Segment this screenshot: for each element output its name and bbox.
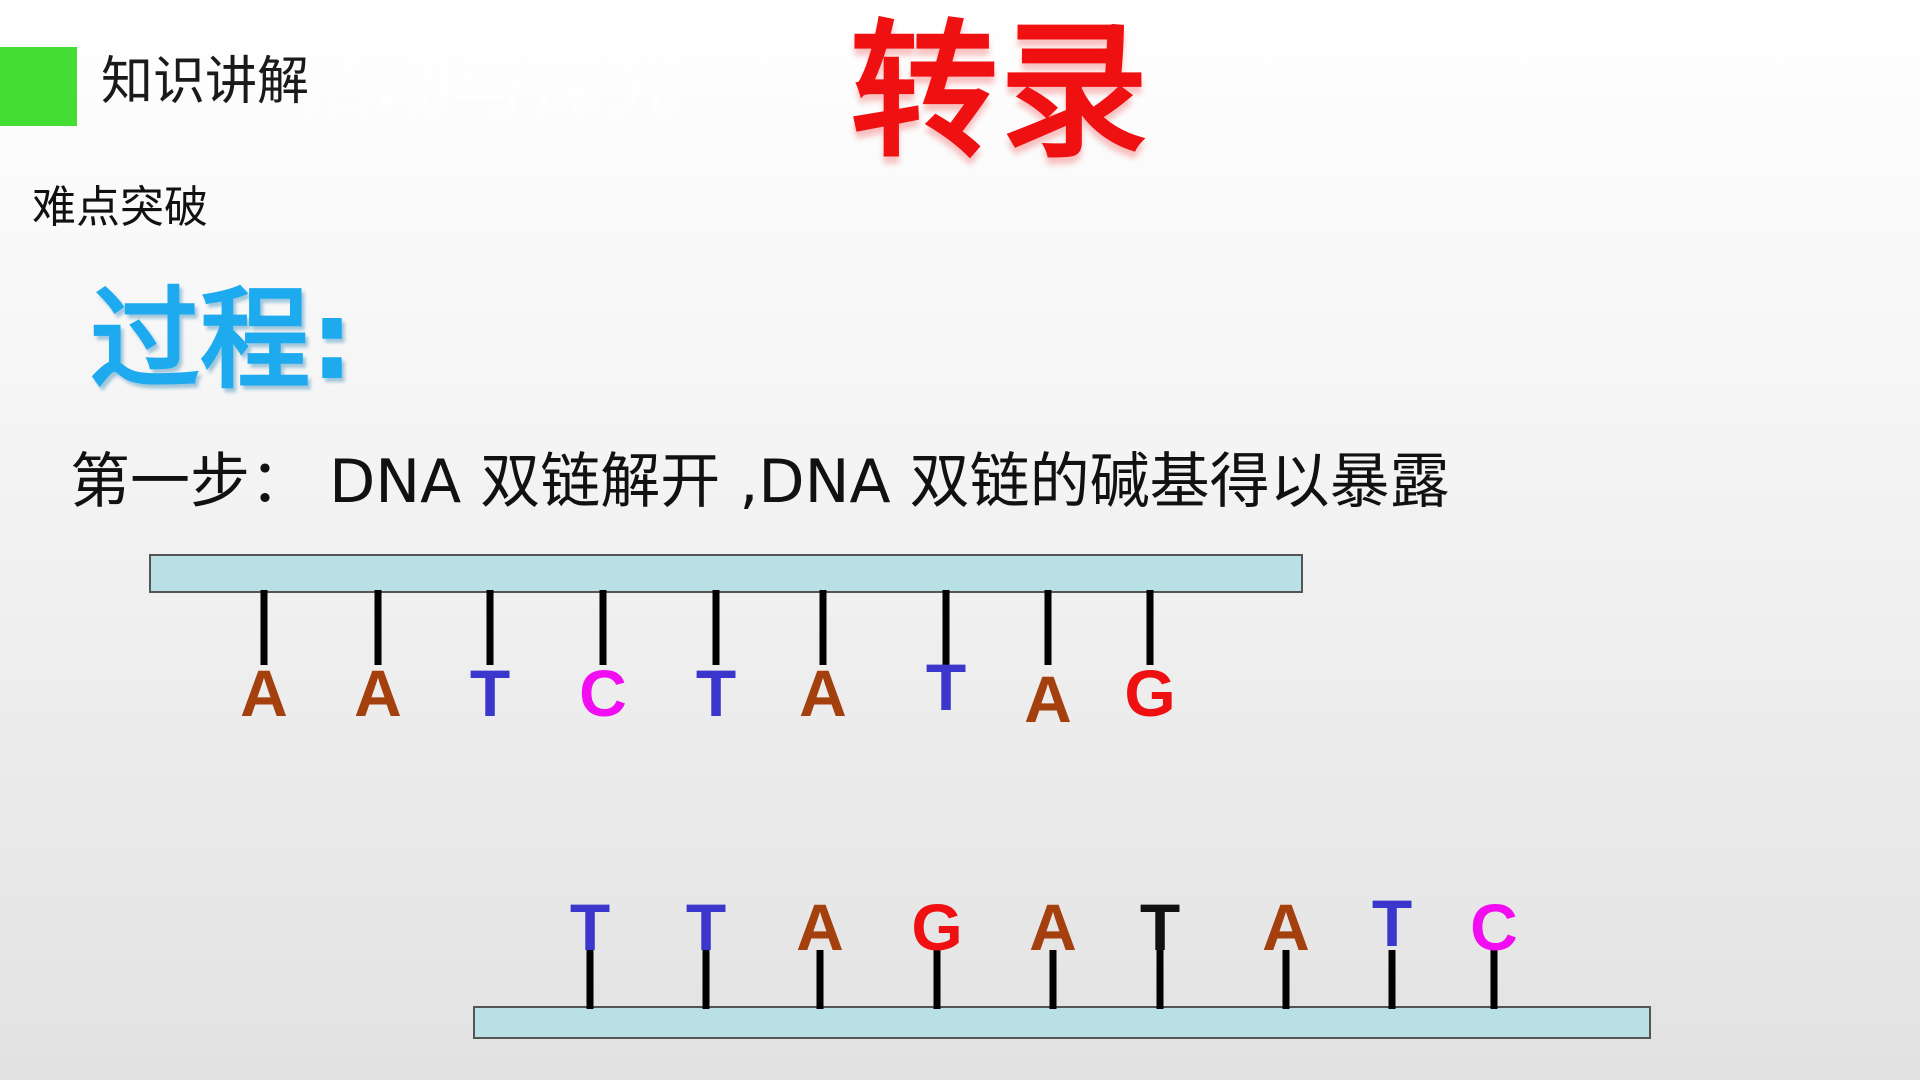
top-base-a: A: [354, 656, 402, 730]
bottom-base-t: T: [1140, 890, 1180, 964]
top-base-a: A: [240, 656, 288, 730]
top-base-t: T: [926, 650, 966, 724]
ghost-background-note: （注意安全）: [770, 65, 1010, 111]
bottom-base-g: G: [911, 890, 962, 964]
top-strand-backbone: [149, 554, 1303, 593]
step-1-description: 第一步： DNA 双链解开 ,DNA 双链的碱基得以暴露: [70, 447, 1450, 517]
top-base-a: A: [799, 656, 847, 730]
bottom-base-t: T: [686, 890, 726, 964]
top-base-g: G: [1124, 656, 1175, 730]
bottom-base-a: A: [1262, 890, 1310, 964]
top-base-t: T: [696, 656, 736, 730]
ghost-background-title: 活动与探究: [300, 39, 680, 128]
top-base-c: C: [579, 656, 627, 730]
section-label: 知识讲解: [101, 52, 310, 112]
bottom-strand-backbone: [473, 1006, 1651, 1039]
top-base-a: A: [1024, 662, 1072, 736]
top-base-t: T: [470, 656, 510, 730]
bottom-base-t: T: [1372, 886, 1412, 960]
bottom-base-a: A: [796, 890, 844, 964]
bottom-base-a: A: [1029, 890, 1077, 964]
topic-title: 转录: [850, 6, 1150, 178]
process-heading: 过程:: [90, 276, 354, 404]
bottom-base-t: T: [570, 890, 610, 964]
section-accent-block: [0, 47, 77, 126]
subsection-label: 难点突破: [32, 182, 208, 233]
bottom-base-c: C: [1470, 890, 1518, 964]
